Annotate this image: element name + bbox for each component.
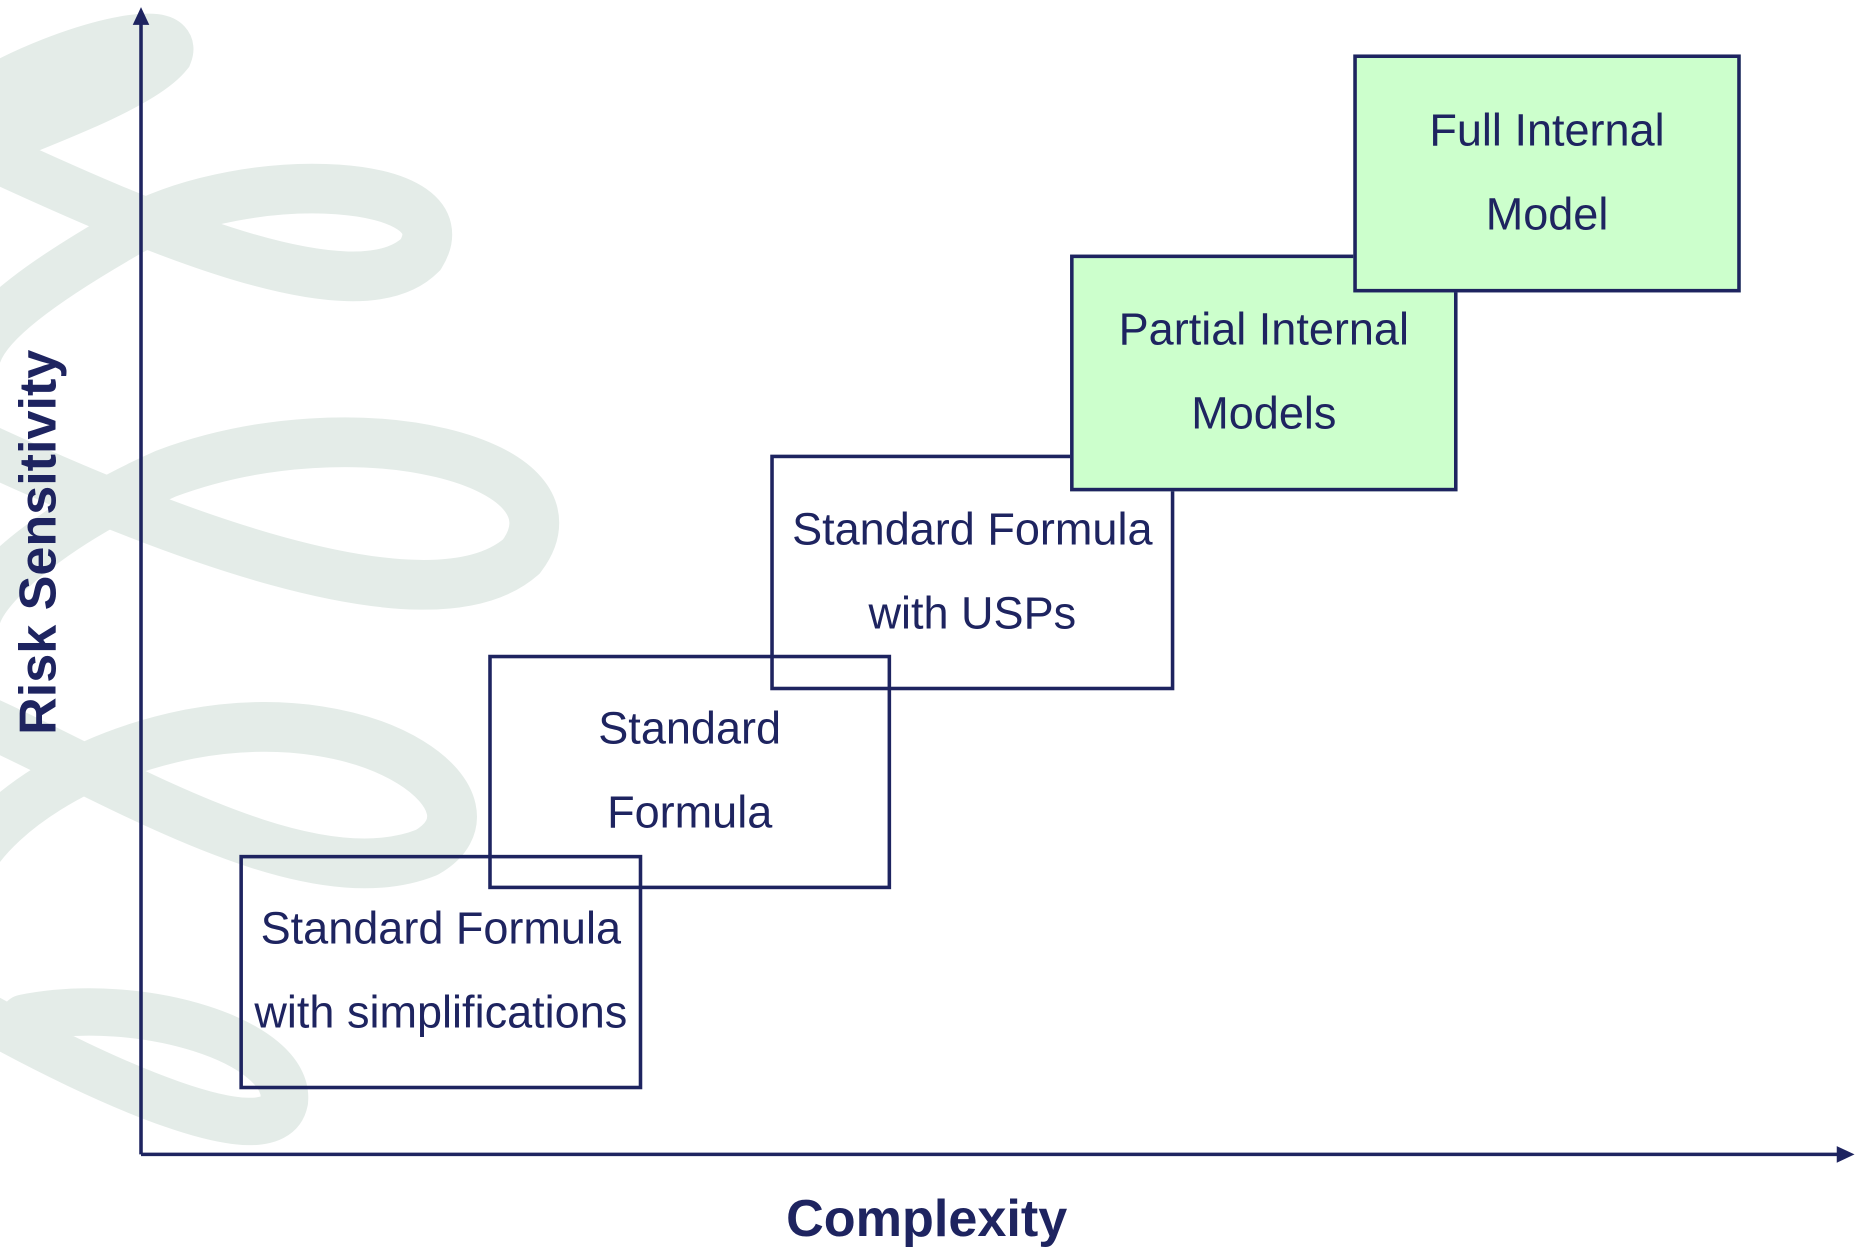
step-box-line-2: with simplifications <box>254 988 628 1039</box>
step-box-line-1: Standard Formula <box>792 504 1153 555</box>
step-box-line-1: Standard <box>598 704 782 755</box>
step-box-full-internal-model: Full Internal Model <box>1353 54 1741 293</box>
step-box-standard-formula: Standard Formula <box>488 654 892 890</box>
step-box-line-1: Standard Formula <box>260 904 622 955</box>
x-axis-arrowhead <box>1836 1146 1855 1163</box>
step-box-standard-formula-simplifications: Standard Formula with simplifications <box>239 854 643 1090</box>
step-box-line-2: with USPs <box>868 589 1077 639</box>
step-box-standard-formula-usps: Standard Formula with USPs <box>770 454 1175 691</box>
x-axis-label: Complexity <box>786 1189 1068 1248</box>
step-box-line-1: Full Internal <box>1429 105 1665 156</box>
step-box-line-2: Models <box>1191 389 1337 440</box>
step-box-line-1: Partial Internal <box>1118 305 1409 356</box>
step-box-line-2: Formula <box>607 788 773 839</box>
step-box-line-2: Model <box>1485 190 1609 240</box>
y-axis-label: Risk Sensitivity <box>9 349 68 735</box>
step-box-partial-internal-models: Partial Internal Models <box>1070 254 1458 492</box>
y-axis-arrowhead <box>132 7 150 25</box>
